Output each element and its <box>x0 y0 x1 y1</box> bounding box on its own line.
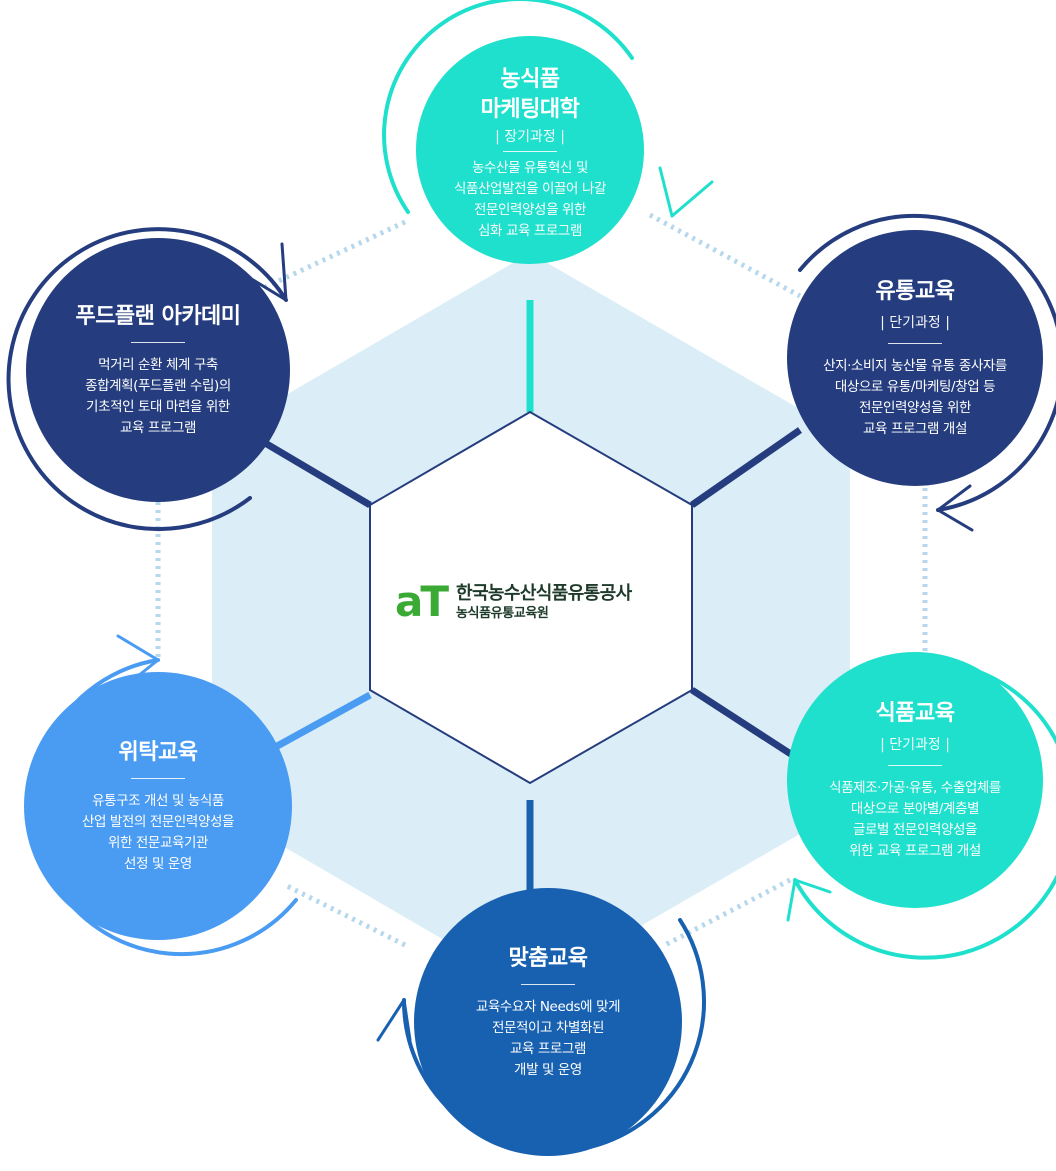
node-title: 푸드플랜 아카데미 <box>75 303 241 329</box>
node-desc-3: 글로벌 전문인력양성을 <box>852 821 978 838</box>
orbit-arrowhead-food <box>786 878 832 922</box>
node-divider <box>503 150 557 152</box>
node-desc-3: 기초적인 토대 마련을 위한 <box>86 398 230 415</box>
spoke-top-right <box>690 427 802 508</box>
spokes <box>258 300 802 890</box>
center-hexagon <box>369 410 693 785</box>
node-desc-3: 교육 프로그램 <box>509 1040 586 1057</box>
node-desc-4: 심화 교육 프로그램 <box>478 222 582 239</box>
orbit-arrowhead-foodplan <box>238 242 288 302</box>
at-logo-mark: aT <box>395 577 449 626</box>
node-desc-1: 유통구조 개선 및 농식품 <box>92 792 224 809</box>
node-desc-3: 전문인력양성을 위한 <box>858 399 972 416</box>
orbit-arrowhead-marketing <box>658 166 714 218</box>
node-desc-2: 산업 발전의 전문인력양성을 <box>81 813 235 830</box>
node-subtitle: | 단기과정 | <box>880 314 950 331</box>
node-title: 식품교육 <box>875 700 955 726</box>
spoke-bottom-left <box>268 691 372 754</box>
node-food-education: 식품교육 | 단기과정 | 식품제조·가공·유통, 수출업체를 대상으로 분야별… <box>787 652 1043 908</box>
node-desc-3: 전문인력양성을 위한 <box>473 201 587 218</box>
node-circle-consign <box>24 672 292 940</box>
node-circle-foodplan <box>26 238 290 502</box>
org-name: 한국농수산식품유통공사 <box>456 582 632 604</box>
node-title: 유통교육 <box>875 278 955 304</box>
orbit-arc-distribution <box>798 213 1056 512</box>
node-circle-distribution <box>787 230 1043 486</box>
node-title-line1: 농식품 <box>500 66 560 92</box>
logo-text: 한국농수산식품유통공사 농식품유통교육원 <box>456 583 632 622</box>
spoke-top-left <box>258 436 372 509</box>
node-desc-3: 위한 전문교육기관 <box>107 834 209 851</box>
node-desc-1: 산지·소비지 농산물 유통 종사자를 <box>823 357 1007 374</box>
node-divider <box>131 777 185 779</box>
node-title-line2: 마케팅대학 <box>480 96 580 122</box>
node-desc-4: 교육 프로그램 개설 <box>863 420 967 437</box>
node-desc-2: 식품산업발전을 이끌어 나갈 <box>453 180 607 197</box>
orbit-arc-marketing <box>382 0 634 214</box>
dotted-connectors <box>155 212 928 948</box>
node-desc-4: 위한 교육 프로그램 개설 <box>849 842 981 859</box>
node-custom-education: 맞춤교육 교육수요자 Needs에 맞게 전문적이고 차별화된 교육 프로그램 … <box>414 888 682 1156</box>
node-circle-marketing <box>416 36 644 264</box>
node-desc-4: 교육 프로그램 <box>119 419 196 436</box>
center-logo: aT 한국농수산식품유통공사 농식품유통교육원 <box>395 578 685 626</box>
node-divider <box>888 764 942 766</box>
node-foodplan-academy: 푸드플랜 아카데미 먹거리 순환 체계 구축 종합계획(푸드플랜 수립)의 기초… <box>26 238 290 502</box>
node-circle-food <box>787 652 1043 908</box>
orbit-arrowhead-consign <box>116 634 160 686</box>
node-desc-2: 대상으로 분야별/계층별 <box>850 800 980 817</box>
orbit-arcs <box>6 0 1056 1154</box>
node-desc-1: 먹거리 순환 체계 구축 <box>98 356 218 373</box>
orbit-arc-foodplan <box>6 227 288 532</box>
node-title: 맞춤교육 <box>508 945 588 971</box>
node-subtitle: | 장기과정 | <box>495 128 565 145</box>
node-desc-1: 농수산물 유통혁신 및 <box>472 159 588 176</box>
node-subtitle: | 단기과정 | <box>880 736 950 753</box>
spoke-bottom-right <box>690 687 802 763</box>
node-title: 위탁교육 <box>118 739 198 765</box>
orbit-arrowhead-custom <box>376 998 412 1042</box>
node-divider <box>521 983 575 985</box>
node-desc-4: 개발 및 운영 <box>514 1061 582 1078</box>
node-desc-1: 식품제조·가공·유통, 수출업체를 <box>829 779 1001 796</box>
node-circle-custom <box>414 888 682 1156</box>
orbit-arc-food <box>793 660 1056 960</box>
orbit-arc-consign <box>31 658 298 957</box>
orbit-arc-custom <box>401 918 706 1154</box>
node-distribution-education: 유통교육 | 단기과정 | 산지·소비지 농산물 유통 종사자를 대상으로 유통… <box>787 230 1043 486</box>
node-marketing-college: 농식품 마케팅대학 | 장기과정 | 농수산물 유통혁신 및 식품산업발전을 이… <box>416 36 644 264</box>
node-divider <box>888 342 942 344</box>
dept-name: 농식품유통교육원 <box>456 605 549 621</box>
node-desc-4: 선정 및 운영 <box>124 855 192 872</box>
node-divider <box>131 341 185 343</box>
node-desc-2: 종합계획(푸드플랜 수립)의 <box>85 377 231 394</box>
orbit-arrowhead-distribution <box>936 484 974 532</box>
node-desc-2: 대상으로 유통/마케팅/창업 등 <box>834 378 996 395</box>
node-desc-1: 교육수요자 Needs에 맞게 <box>475 998 621 1015</box>
node-desc-2: 전문적이고 차별화된 <box>491 1019 605 1036</box>
node-consign-education: 위탁교육 유통구조 개선 및 농식품 산업 발전의 전문인력양성을 위한 전문교… <box>24 672 292 940</box>
